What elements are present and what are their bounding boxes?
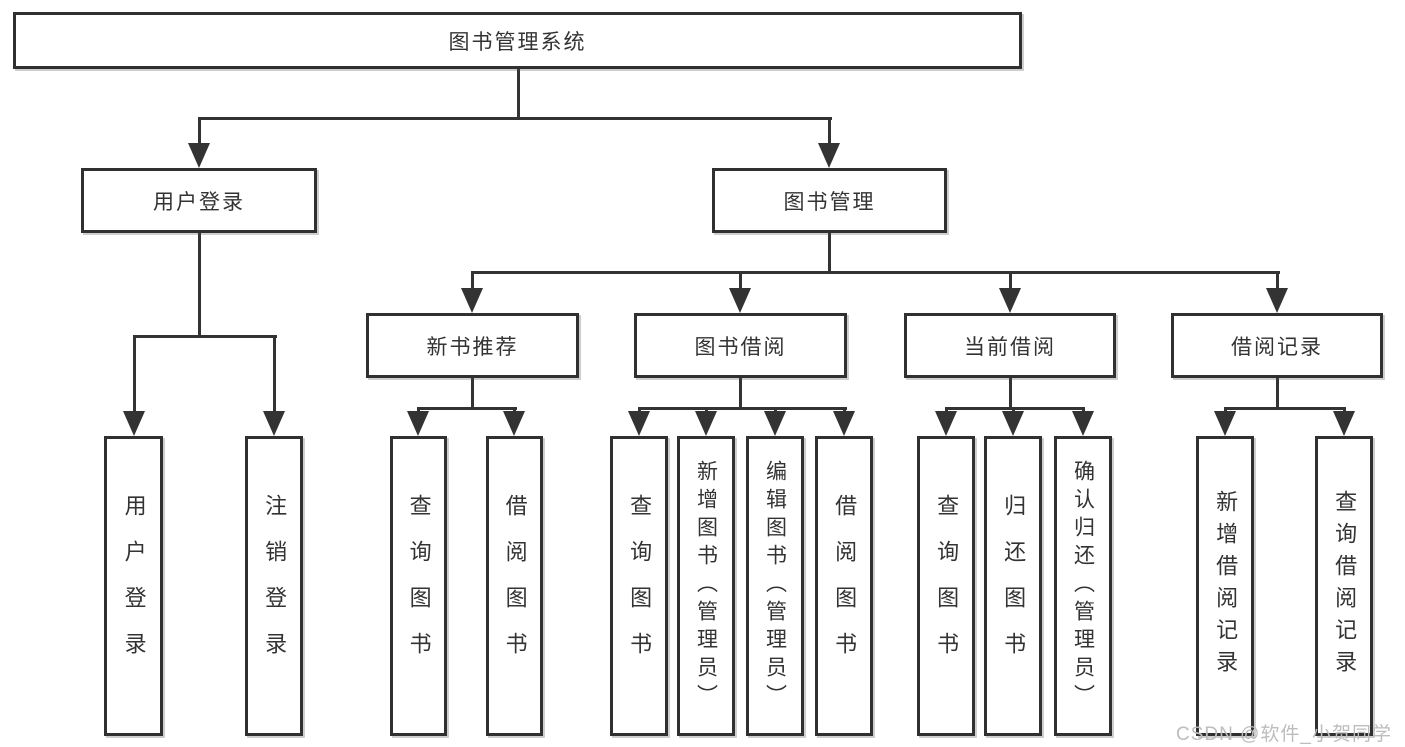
connector-line	[638, 407, 847, 410]
node-book-management: 图书管理	[712, 168, 947, 233]
arrowhead-icon	[695, 411, 717, 436]
leaf-logout: 注销登录	[245, 436, 303, 736]
arrowhead-icon	[764, 411, 786, 436]
arrowhead-icon	[999, 288, 1021, 313]
leaf-edit-book-admin: 编辑图书（管理员）	[746, 436, 804, 736]
arrowhead-icon	[729, 288, 751, 313]
node-current-borrowing: 当前借阅	[904, 313, 1116, 378]
arrowhead-icon	[628, 411, 650, 436]
arrowhead-icon	[407, 411, 429, 436]
arrowhead-icon	[123, 411, 145, 436]
leaf-label: 确认归还（管理员）	[1071, 460, 1095, 712]
leaf-user-login: 用户登录	[104, 436, 163, 736]
node-book-borrowing: 图书借阅	[634, 313, 847, 378]
leaf-label: 查询借阅记录	[1332, 490, 1358, 682]
connector-line	[471, 271, 1280, 274]
leaf-label: 归还图书	[1001, 494, 1027, 678]
arrowhead-icon	[1214, 411, 1236, 436]
arrowhead-icon	[818, 143, 840, 168]
leaf-label: 借阅图书	[502, 494, 528, 678]
node-label: 新书推荐	[426, 335, 519, 359]
node-label: 图书管理系统	[448, 30, 587, 54]
arrowhead-icon	[503, 411, 525, 436]
leaf-label: 查询图书	[627, 494, 653, 678]
connector-line	[517, 69, 520, 118]
connector-line	[273, 335, 276, 415]
connector-line	[1009, 271, 1012, 293]
connector-line	[133, 335, 136, 415]
node-label: 借阅记录	[1231, 335, 1323, 359]
arrowhead-icon	[1333, 411, 1355, 436]
connector-line	[417, 407, 517, 410]
leaf-borrow-book-borrowing: 借阅图书	[815, 436, 873, 736]
arrowhead-icon	[1266, 288, 1288, 313]
leaf-add-book-admin: 新增图书（管理员）	[677, 436, 735, 736]
leaf-label: 新增图书（管理员）	[694, 460, 718, 712]
connector-line	[198, 117, 832, 120]
leaf-label: 查询图书	[934, 494, 960, 678]
node-new-book-recommend: 新书推荐	[366, 313, 579, 378]
leaf-query-book-current: 查询图书	[917, 436, 975, 736]
connector-line	[1276, 377, 1279, 410]
node-root-system: 图书管理系统	[13, 12, 1022, 69]
connector-line	[1224, 407, 1346, 410]
connector-line	[739, 377, 742, 410]
node-label: 用户登录	[153, 190, 245, 214]
arrowhead-icon	[1002, 411, 1024, 436]
connector-line	[828, 232, 831, 274]
connector-line	[471, 377, 474, 410]
arrowhead-icon	[1072, 411, 1094, 436]
leaf-confirm-return-admin: 确认归还（管理员）	[1054, 436, 1112, 736]
leaf-borrow-book-newbooks: 借阅图书	[486, 436, 543, 736]
connector-line	[198, 232, 201, 337]
connector-line	[198, 117, 201, 148]
leaf-return-book: 归还图书	[984, 436, 1042, 736]
leaf-label: 借阅图书	[832, 494, 858, 678]
connector-line	[1009, 377, 1012, 410]
leaf-query-book-borrowing: 查询图书	[610, 436, 668, 736]
arrowhead-icon	[833, 411, 855, 436]
arrowhead-icon	[188, 143, 210, 168]
arrowhead-icon	[461, 288, 483, 313]
leaf-query-borrow-record: 查询借阅记录	[1315, 436, 1373, 736]
connector-line	[1276, 271, 1279, 293]
leaf-label: 用户登录	[121, 494, 147, 678]
leaf-query-book-newbooks: 查询图书	[390, 436, 447, 736]
connector-line	[739, 271, 742, 293]
leaf-label: 注销登录	[262, 494, 288, 678]
arrowhead-icon	[263, 411, 285, 436]
node-label: 图书管理	[783, 190, 876, 214]
watermark-text: CSDN @软件_小贺同学	[1176, 724, 1392, 745]
leaf-label: 编辑图书（管理员）	[763, 460, 787, 712]
arrowhead-icon	[935, 411, 957, 436]
connector-line	[133, 335, 277, 338]
node-borrow-records: 借阅记录	[1171, 313, 1383, 378]
leaf-label: 新增借阅记录	[1213, 490, 1239, 682]
connector-line	[828, 117, 831, 148]
leaf-label: 查询图书	[406, 494, 432, 678]
node-label: 图书借阅	[694, 335, 787, 359]
node-label: 当前借阅	[964, 335, 1056, 359]
connector-line	[471, 271, 474, 293]
connector-line	[945, 407, 1085, 410]
leaf-add-borrow-record: 新增借阅记录	[1196, 436, 1254, 736]
node-user-login: 用户登录	[81, 168, 317, 233]
